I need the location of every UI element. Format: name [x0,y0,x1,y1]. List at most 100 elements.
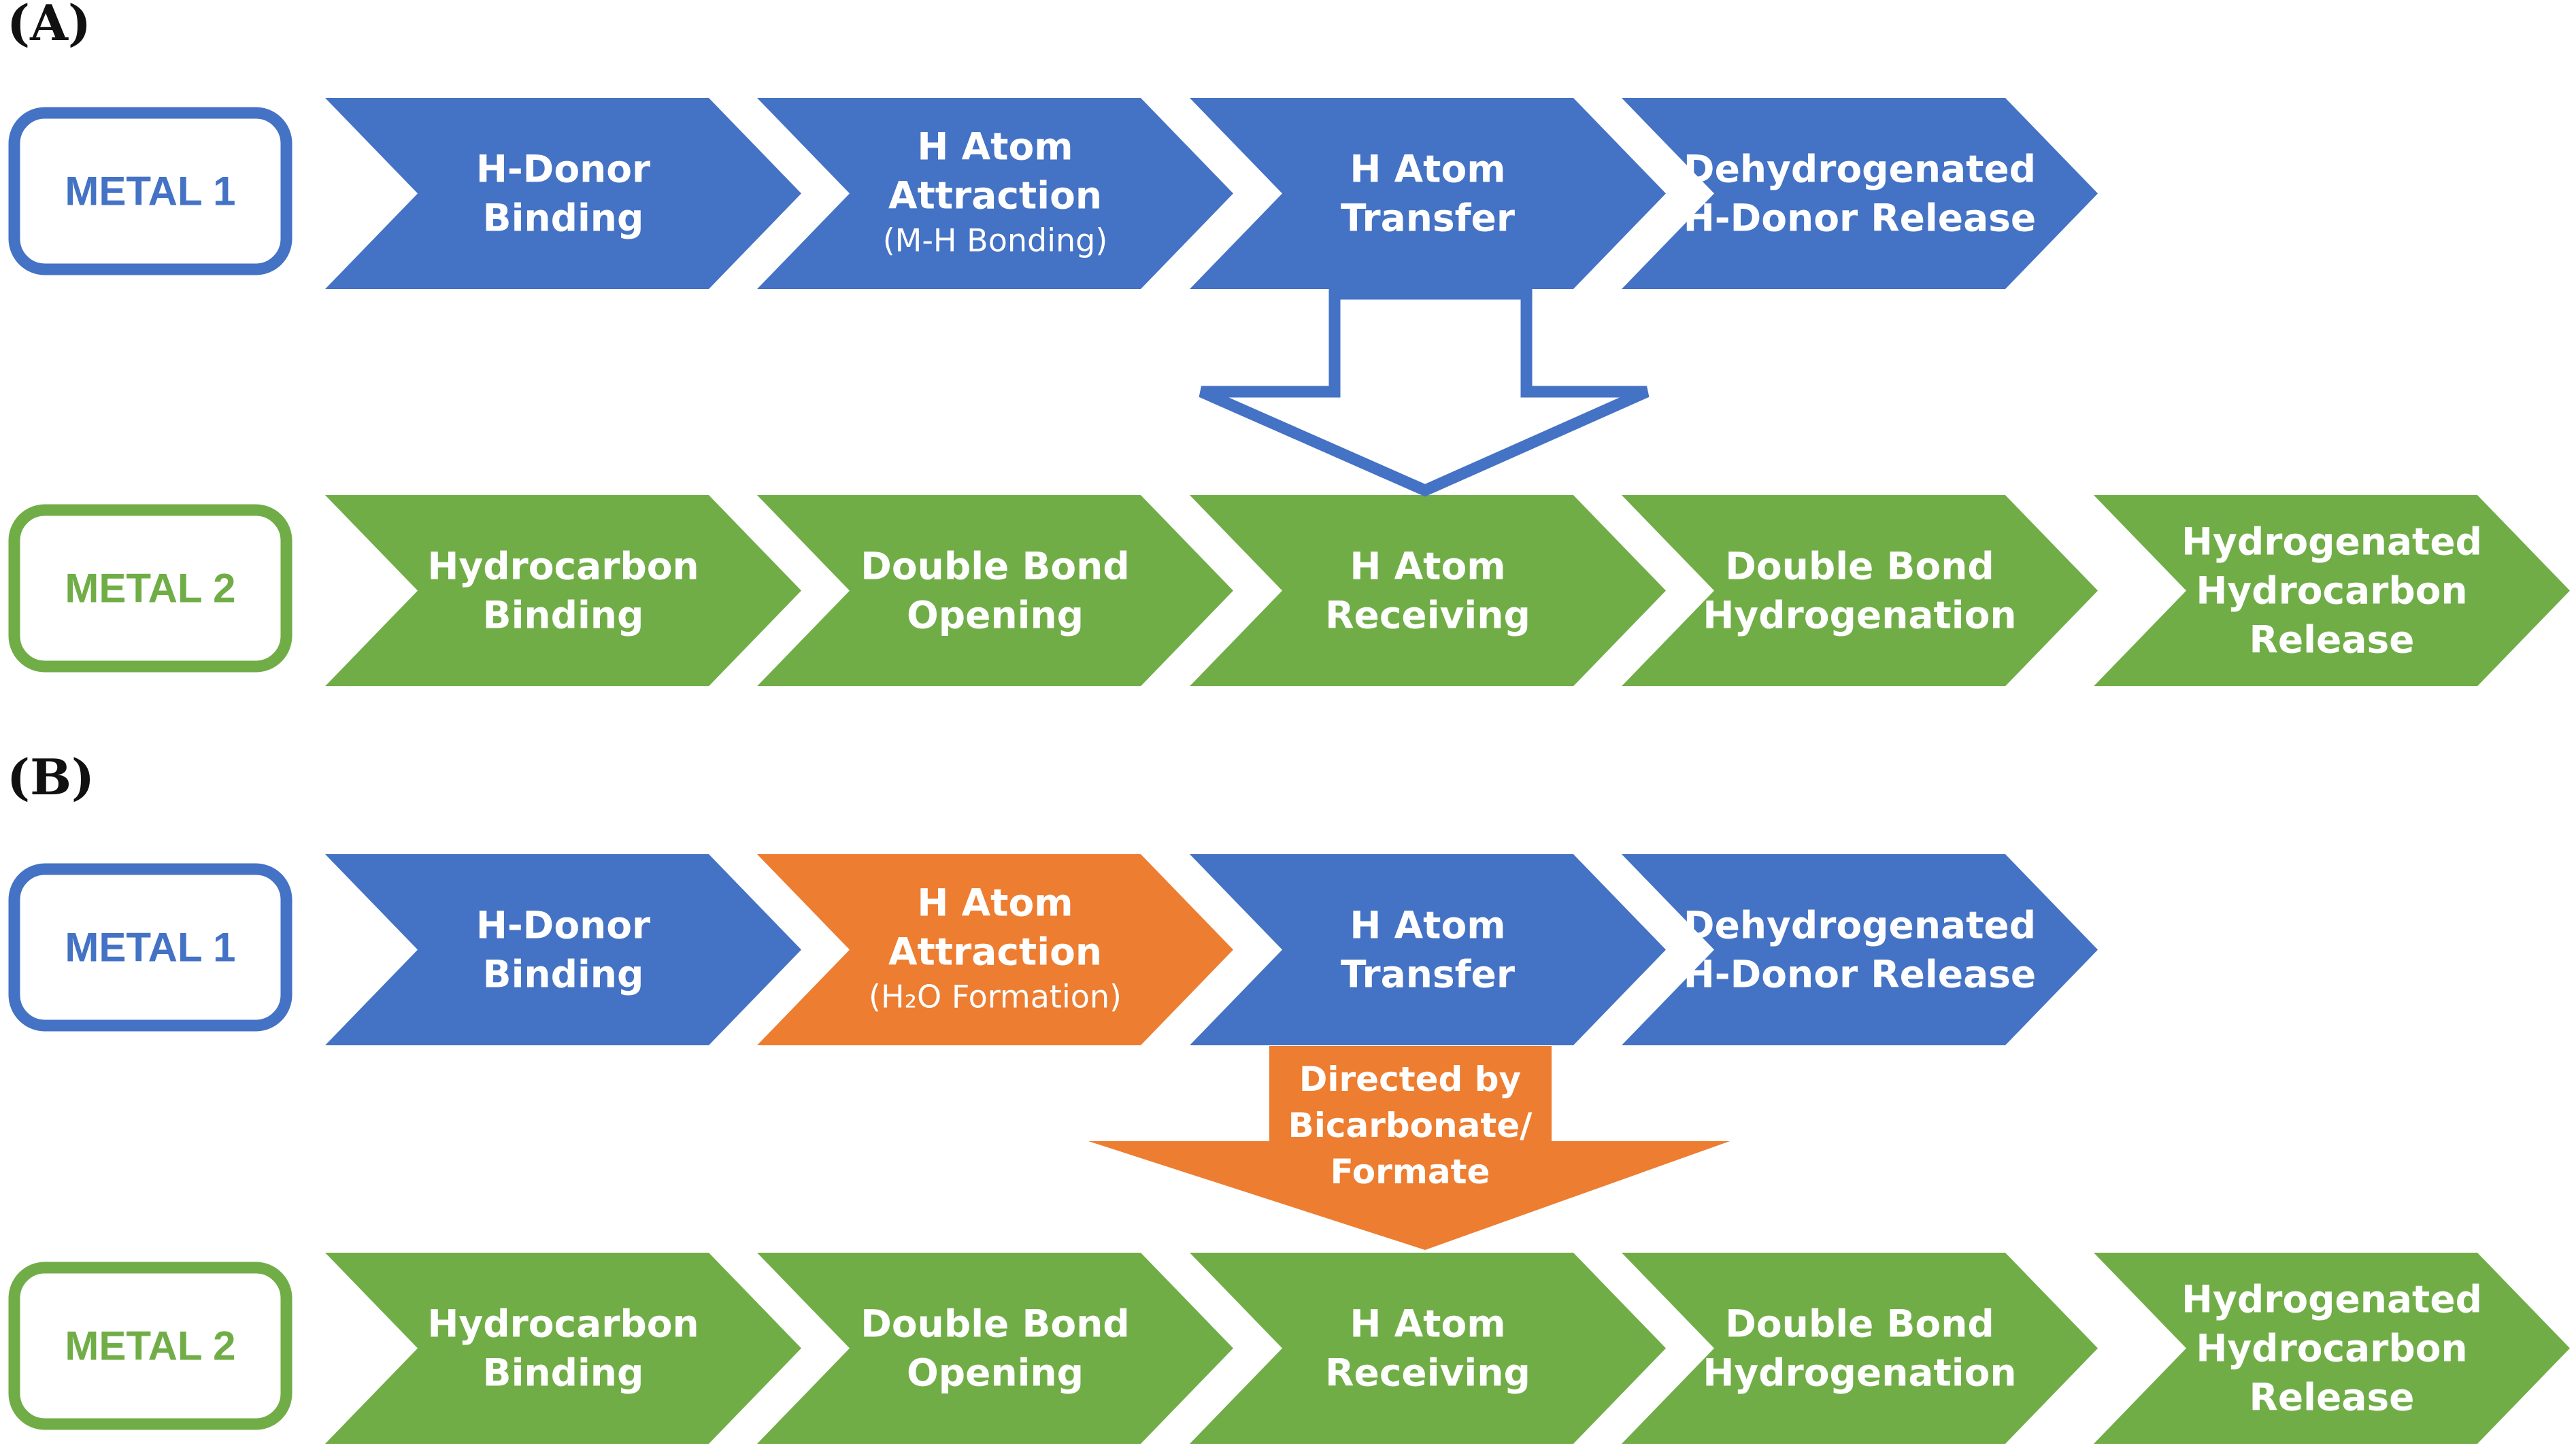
step-label: Double Bond [1725,1302,1994,1346]
filled-down-arrow [1088,1046,1730,1250]
step-label: Hydrogenation [1703,594,2016,637]
chevron-shape [757,98,1233,289]
step-label: Opening [907,594,1084,637]
step-label: Hydrocarbon [427,545,699,588]
step-label: Double Bond [860,1302,1130,1346]
chevron-shape [325,854,801,1045]
step-label: Hydrogenation [1703,1351,2016,1395]
step-sublabel: (M-H Bonding) [883,222,1108,259]
metal-label: METAL 1 [65,925,235,970]
chevron-shape [325,1253,801,1444]
chevron-shape [325,495,801,686]
step-label: H-Donor Release [1684,197,2036,240]
step-label: Release [2249,1376,2415,1419]
hollow-down-arrow [1199,288,1650,497]
step-label: Attraction [888,174,1102,218]
step-label: Dehydrogenated [1684,904,2036,947]
step-label: Release [2249,618,2415,662]
transfer-arrow [1199,288,1650,497]
chevron-shape [757,495,1233,686]
metal-label: METAL 1 [65,169,235,214]
panel-label: (B) [7,748,95,806]
step-label: H Atom [1350,904,1505,947]
chevron-shape [1622,1253,2098,1444]
step-label: Receiving [1325,1351,1530,1395]
metal-box [8,107,292,275]
transfer-arrow: Directed by Bicarbonate/Formate [1088,1046,1730,1250]
metal-box [8,504,292,673]
step-label: Attraction [888,930,1102,974]
step-label: H Atom [917,881,1073,925]
step-label: Binding [483,953,644,996]
metal-box [8,863,292,1032]
metal-label: METAL 2 [65,566,235,611]
chevron-shape [325,98,801,289]
chevron-shape [1622,495,2098,686]
step-label: Dehydrogenated [1684,148,2036,191]
chevron-shape [757,1253,1233,1444]
step-sublabel: (H₂O Formation) [869,979,1122,1015]
chevron-shape [1622,98,2098,289]
step-label: Hydrocarbon [2196,569,2467,613]
panel-label: (A) [7,0,91,52]
arrow-label: Formate [1331,1152,1490,1191]
chevron-shape [1190,1253,1666,1444]
chevron-shape [1190,98,1666,289]
chevron-shape [2094,495,2570,686]
step-label: H-Donor Release [1684,953,2036,996]
step-label: Binding [483,197,644,240]
step-label: Transfer [1341,953,1515,996]
chevron-shape [757,854,1233,1045]
arrow-label: Directed by [1299,1060,1521,1099]
step-label: Binding [483,594,644,637]
step-label: Double Bond [860,545,1130,588]
step-label: Hydrocarbon [2196,1327,2467,1370]
step-label: H Atom [1350,148,1505,191]
chevron-shape [1190,854,1666,1045]
step-label: Double Bond [1725,545,1994,588]
metal-box [8,1262,292,1430]
step-label: Opening [907,1351,1084,1395]
step-label: Receiving [1325,594,1530,637]
step-label: H Atom [917,125,1073,169]
arrow-label: Bicarbonate/ [1288,1106,1533,1145]
step-label: Hydrogenated [2181,1278,2482,1321]
step-label: Transfer [1341,197,1515,240]
step-label: Binding [483,1351,644,1395]
step-label: Hydrocarbon [427,1302,699,1346]
chevron-shape [1622,854,2098,1045]
metal-label: METAL 2 [65,1323,235,1369]
chevron-shape [2094,1253,2570,1444]
step-label: Hydrogenated [2181,520,2482,564]
step-label: H Atom [1350,1302,1505,1346]
chevron-shape [1190,495,1666,686]
step-label: H Atom [1350,545,1505,588]
step-label: H-Donor [476,148,650,191]
step-label: H-Donor [476,904,650,947]
